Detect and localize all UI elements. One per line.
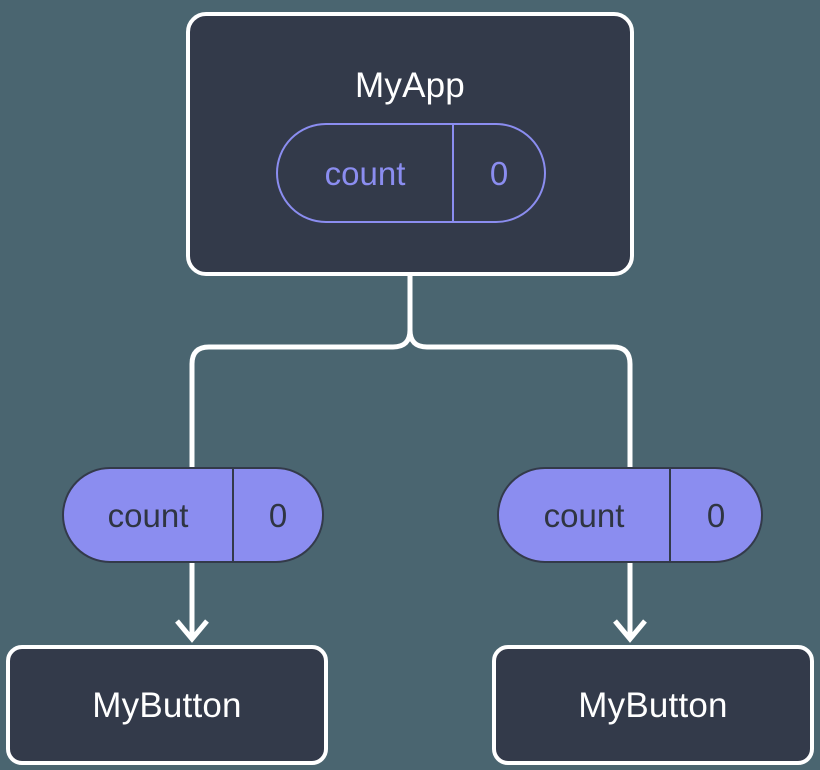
state-pill-right[interactable]: count 0 <box>497 467 763 563</box>
state-pill-left-value: 0 <box>268 496 288 534</box>
state-pill-left-key: count <box>64 469 235 561</box>
state-pill-myapp-key: count <box>278 125 455 221</box>
state-pill-left[interactable]: count 0 <box>62 467 324 563</box>
node-mybutton-left[interactable]: MyButton <box>6 645 328 765</box>
state-pill-myapp-value: 0 <box>489 154 509 192</box>
wire-branch-right <box>407 329 633 468</box>
wire-arrow-left-head <box>175 619 209 643</box>
wire-branch-left <box>189 329 413 468</box>
node-mybutton-right-label: MyButton <box>578 685 728 725</box>
wire-arrow-right-head <box>613 619 647 643</box>
state-pill-myapp[interactable]: count 0 <box>276 123 546 223</box>
node-mybutton-left-label: MyButton <box>92 685 242 725</box>
node-myapp-label: MyApp <box>355 66 465 105</box>
state-pill-right-value: 0 <box>706 496 726 534</box>
state-pill-right-key: count <box>499 469 672 561</box>
node-mybutton-right[interactable]: MyButton <box>492 645 814 765</box>
